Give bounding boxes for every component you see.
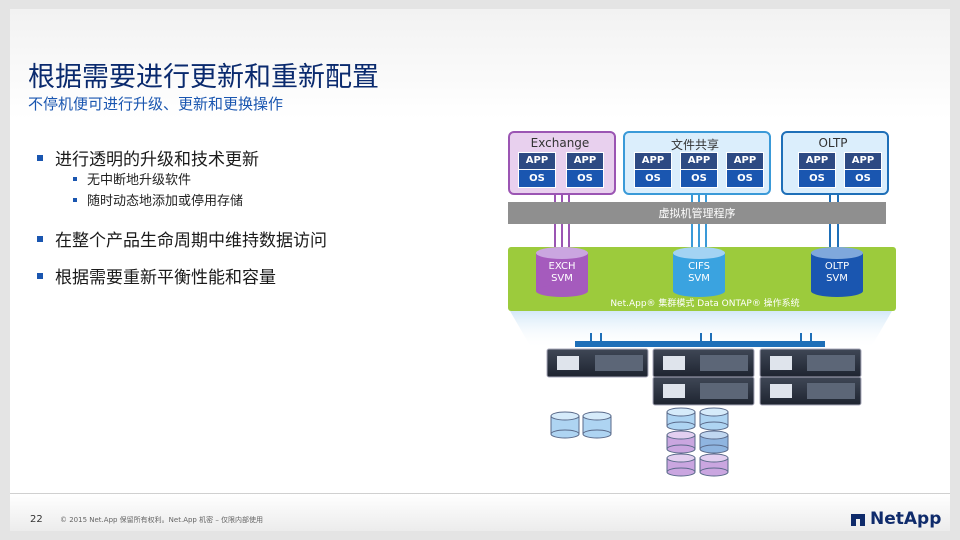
vm-app-label: APP (681, 153, 717, 170)
bullet-text: 根据需要重新平衡性能和容量 (55, 268, 276, 288)
svm-type: SVM (688, 273, 710, 284)
bullet-text: 进行透明的升级和技术更新 (55, 150, 259, 170)
bullet-square-icon (37, 155, 43, 161)
bullet-square-icon (37, 273, 43, 279)
vm-os-label: OS (519, 170, 555, 187)
volume-disk-blue (699, 430, 729, 454)
bullet-upgrade: 进行透明的升级和技术更新 (37, 145, 259, 170)
vm-app-label: APP (799, 153, 835, 170)
volume-disk-light-blue (699, 407, 729, 431)
tenant-file-share-label: 文件共享 (670, 138, 719, 152)
volume-disk-light-blue (666, 407, 696, 431)
sub-bullet-square-icon (73, 176, 77, 181)
vm-app-label: APP (567, 153, 603, 170)
tenant-exchange-label: Exchange (530, 136, 590, 150)
tenant-oltp-label: OLTP (818, 136, 848, 150)
svm-type: SVM (551, 273, 573, 284)
vm-os-label: OS (845, 170, 881, 187)
sub-bullet-software: 无中断地升级软件 (73, 169, 191, 188)
page-number: 22 (30, 514, 43, 525)
svm-name: CIFS (688, 261, 710, 272)
footer-divider (10, 493, 950, 494)
bullet-text: 在整个产品生命周期中维持数据访问 (55, 231, 327, 251)
svm-name: OLTP (824, 261, 850, 272)
svm-name: EXCH (548, 261, 576, 272)
storage-node-2 (652, 348, 755, 406)
vm-os-label: OS (681, 170, 717, 187)
volume-disk-purple (666, 453, 696, 477)
sub-bullet-square-icon (73, 197, 77, 202)
netapp-logo-icon (851, 514, 865, 526)
svm-exch-cylinder (536, 247, 588, 297)
header-band (10, 9, 950, 119)
copyright-notice: © 2015 Net.App 保留所有权利。Net.App 机密 – 仅限内部使… (60, 516, 264, 524)
sub-bullet-text: 随时动态地添加或停用存储 (87, 194, 244, 209)
sub-bullet-storage: 随时动态地添加或停用存储 (73, 190, 243, 209)
volume-disk-purple (666, 430, 696, 454)
vm-os-label: OS (799, 170, 835, 187)
bullet-rebalance: 根据需要重新平衡性能和容量 (37, 263, 276, 288)
volume-disk-light-blue (550, 411, 580, 439)
vm-app-label: APP (727, 153, 763, 170)
bullet-lifecycle: 在整个产品生命周期中维持数据访问 (37, 226, 327, 251)
volume-disk-light-blue (582, 411, 612, 439)
bullet-square-icon (37, 236, 43, 242)
footer-band (10, 494, 950, 531)
sub-bullet-text: 无中断地升级软件 (87, 173, 192, 188)
vm-os-label: OS (635, 170, 671, 187)
slide: 根据需要进行更新和重新配置 不停机便可进行升级、更新和更换操作 进行透明的升级和… (10, 9, 950, 531)
page-title: 根据需要进行更新和重新配置 (28, 62, 379, 93)
vm-app-label: APP (845, 153, 881, 170)
svm-cylinders (536, 247, 863, 297)
svm-cifs-cylinder (673, 247, 725, 297)
vm-os-label: OS (567, 170, 603, 187)
page-subtitle: 不停机便可进行升级、更新和更换操作 (28, 95, 284, 113)
cluster-interconnect (575, 333, 825, 347)
cluster-glow (510, 311, 892, 349)
storage-node-3 (759, 348, 862, 406)
hypervisor-bar (508, 202, 886, 224)
cluster-label: Net.App® 集群模式 Data ONTAP® 操作系统 (610, 299, 800, 309)
vm-app-label: APP (519, 153, 555, 170)
svm-type: SVM (826, 273, 848, 284)
svm-oltp-cylinder (811, 247, 863, 297)
netapp-logo-text: NetApp (870, 509, 942, 529)
vm-app-label: APP (635, 153, 671, 170)
volume-disk-purple (699, 453, 729, 477)
hypervisor-label: 虚拟机管理程序 (658, 207, 736, 220)
volume-disks (550, 407, 729, 477)
storage-node-1 (546, 348, 649, 378)
vm-os-label: OS (727, 170, 763, 187)
